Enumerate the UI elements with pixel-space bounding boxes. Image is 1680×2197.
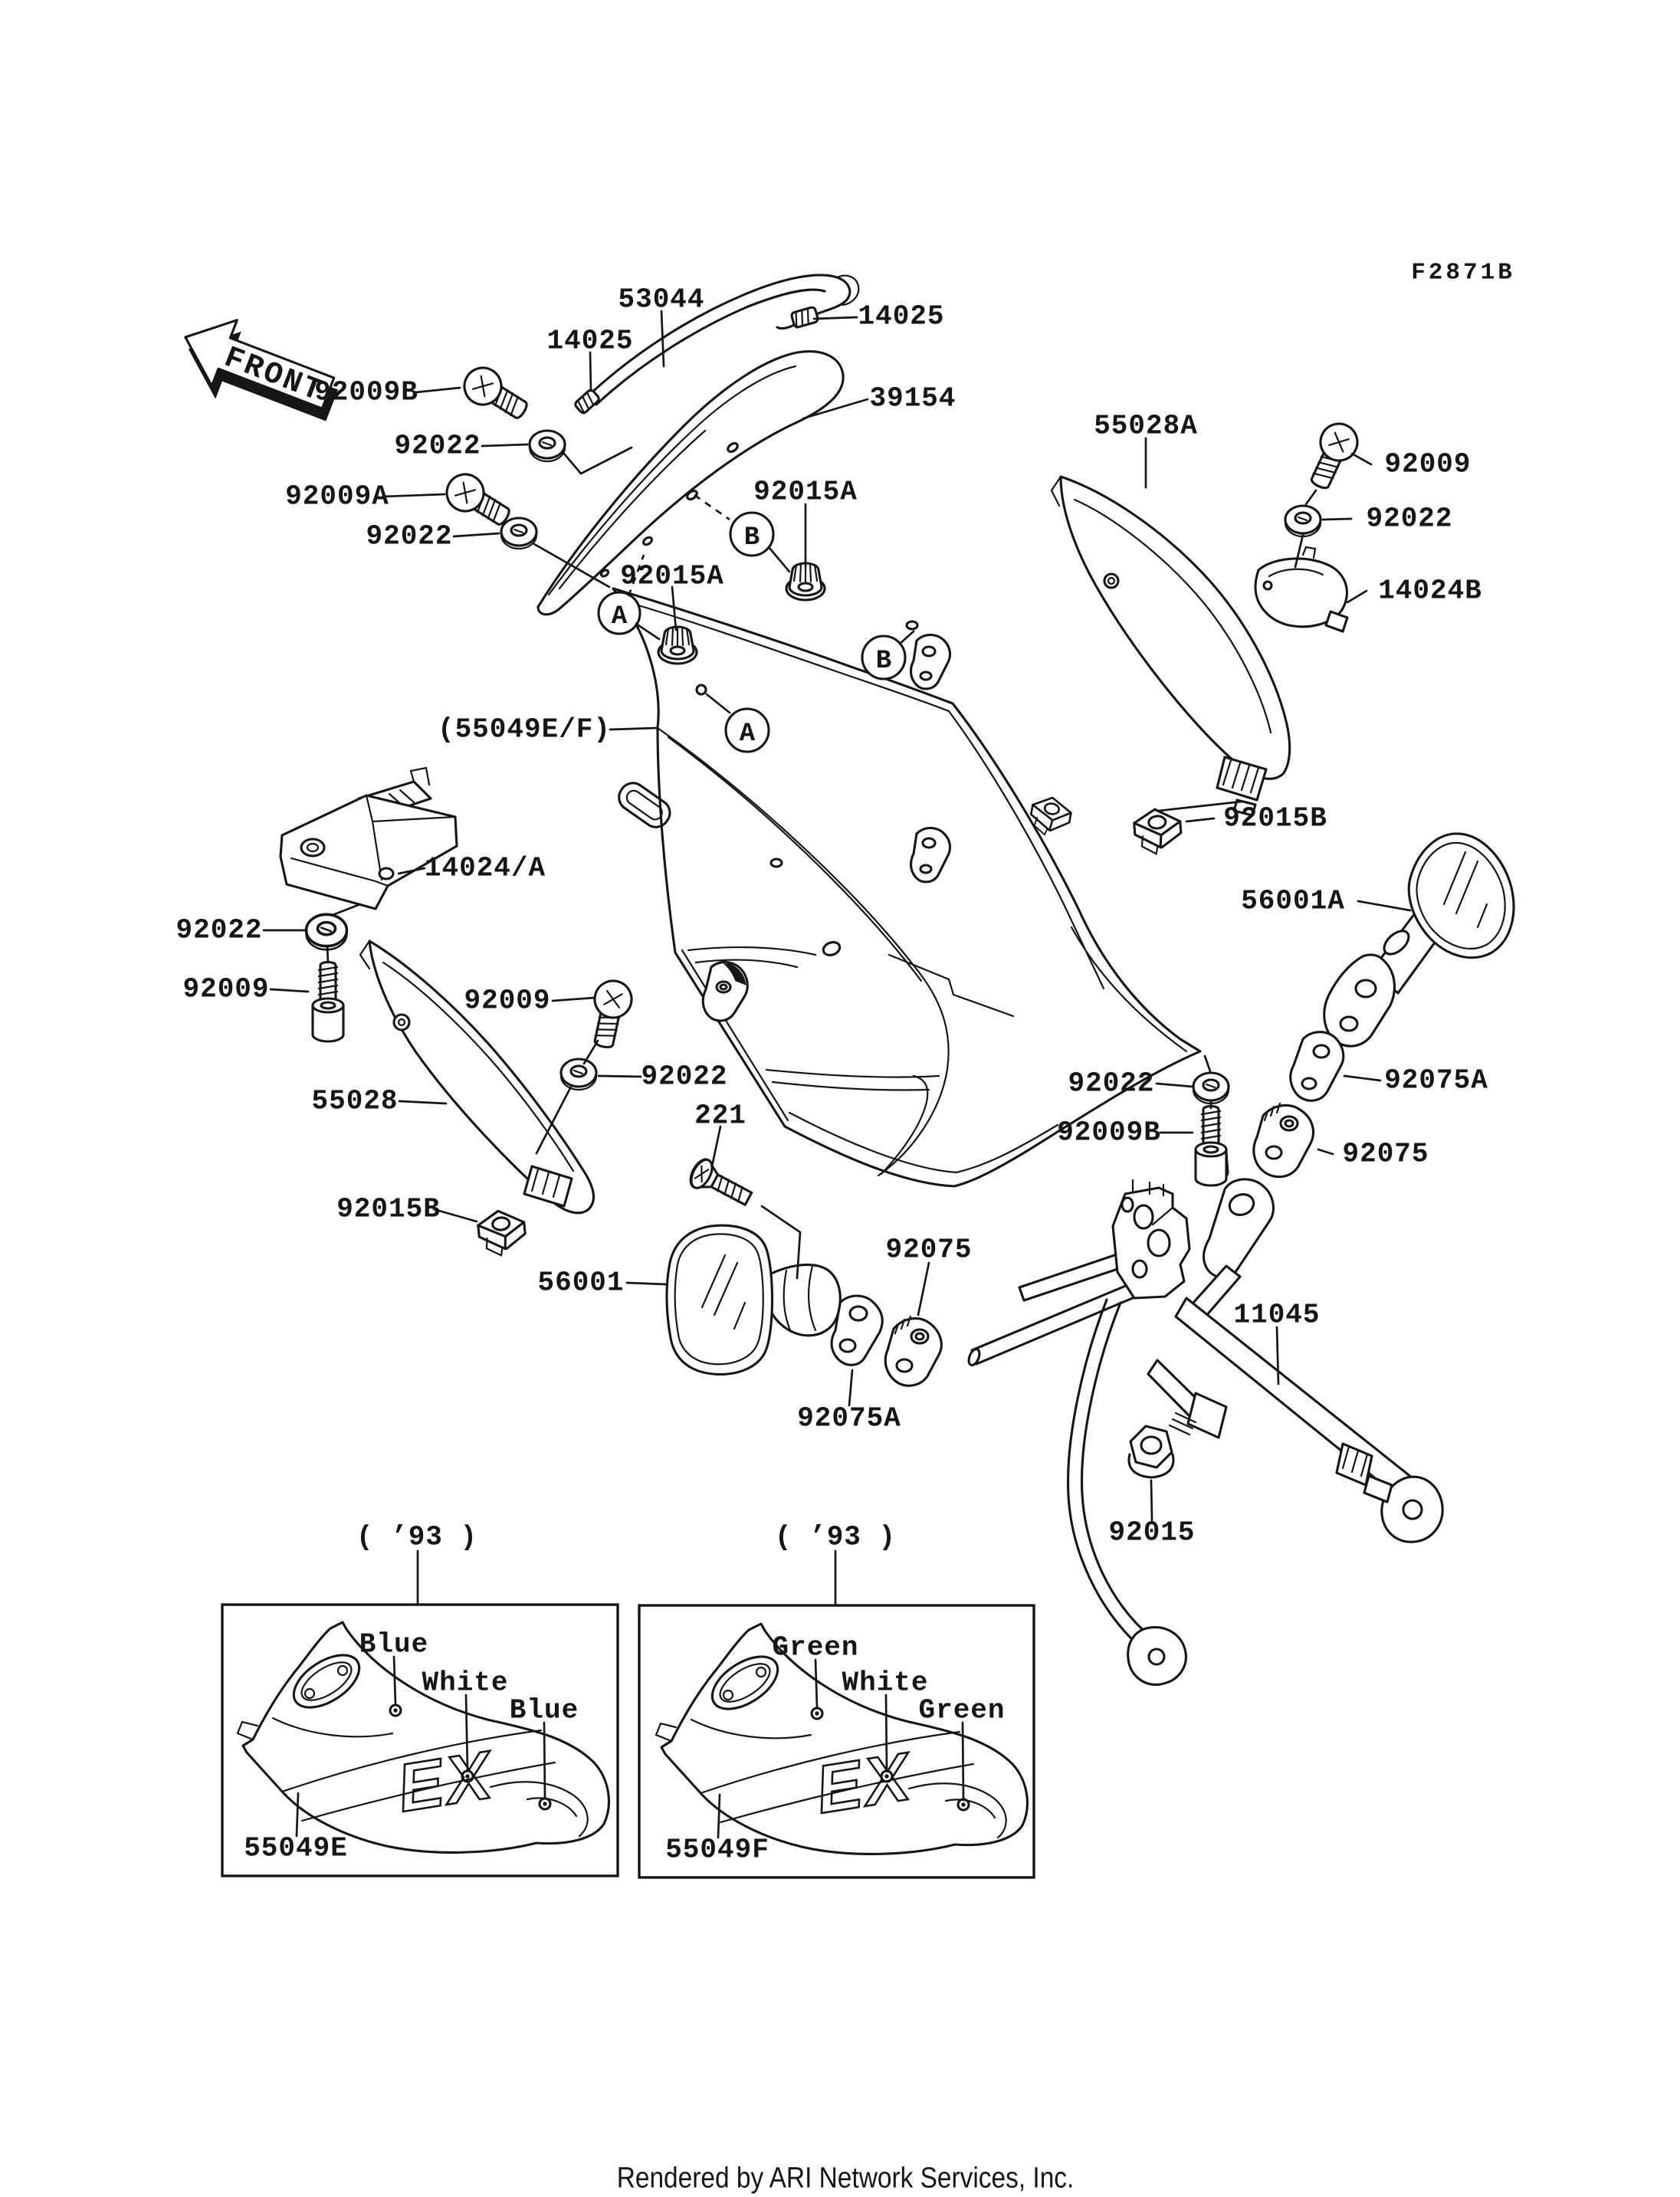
cowling-stay-11045 bbox=[967, 1178, 1444, 1686]
mirror-56001 bbox=[665, 1224, 842, 1376]
part-label-92075: 92075 bbox=[885, 1234, 973, 1266]
trim-cap-14025-left bbox=[574, 389, 600, 415]
part-label-14024a: 14024/A bbox=[424, 852, 546, 884]
color-label-white-2: White bbox=[842, 1667, 929, 1699]
cowling-vent-slot bbox=[618, 782, 671, 828]
part-label-55028: 55028 bbox=[311, 1085, 399, 1117]
nut-92015 bbox=[1127, 1425, 1175, 1479]
part-label-92022-6: 92022 bbox=[1068, 1067, 1155, 1100]
clip-92015b-left bbox=[475, 1207, 529, 1259]
bracket-14024a bbox=[279, 766, 458, 910]
ex-logo-2: EX bbox=[811, 1737, 919, 1828]
inner-cover-55028 bbox=[359, 939, 595, 1215]
callout-a-1: A bbox=[597, 591, 641, 635]
part-label-92022: 92022 bbox=[394, 430, 481, 462]
screw-92009b-topleft bbox=[456, 359, 535, 429]
part-label-92075a: 92075A bbox=[1384, 1064, 1488, 1097]
inset-box-55049f: EX bbox=[638, 1604, 1035, 1879]
part-label-92015a-2: 92015A bbox=[620, 560, 724, 592]
part-label-55028a: 55028A bbox=[1094, 410, 1198, 442]
part-label-55049ef: (55049E/F) bbox=[437, 713, 612, 746]
part-label-56001a: 56001A bbox=[1241, 885, 1345, 917]
washer-92022-right2 bbox=[1192, 1071, 1230, 1105]
inset1-color-dots bbox=[389, 1703, 552, 1811]
mirror-adapter-92075a-right bbox=[1289, 1031, 1345, 1102]
svg-text:A: A bbox=[612, 602, 628, 631]
part-label-14025-2: 14025 bbox=[858, 300, 945, 333]
part-label-92015: 92015 bbox=[1108, 1517, 1196, 1549]
inset-box-55049e: EX bbox=[221, 1603, 619, 1877]
mirror-adapter-92075-mid bbox=[884, 1315, 943, 1387]
screw-92009-mid bbox=[583, 976, 637, 1052]
inset-cowl-sketch-2: EX bbox=[655, 1622, 1029, 1856]
color-label-white-1: White bbox=[422, 1667, 509, 1699]
callout-b-1: B bbox=[729, 511, 775, 557]
part-label-55049f: 55049F bbox=[665, 1834, 769, 1866]
part-label-56001: 56001 bbox=[537, 1267, 625, 1299]
svg-text:B: B bbox=[744, 523, 760, 553]
mirror-adapter-92075a-mid bbox=[830, 1294, 884, 1366]
part-label-92022-4: 92022 bbox=[176, 914, 263, 946]
front-arrow: FRONT bbox=[184, 319, 339, 421]
inset2-year-label: ( ’93 ) bbox=[774, 1521, 897, 1553]
cover-14024b bbox=[1254, 546, 1349, 633]
part-label-11045: 11045 bbox=[1233, 1299, 1321, 1331]
part-label-221: 221 bbox=[694, 1100, 746, 1132]
part-label-53044: 53044 bbox=[618, 284, 705, 316]
part-label-92015b-2: 92015B bbox=[336, 1193, 441, 1225]
washer-92022-left bbox=[304, 913, 349, 952]
diagram-code: F2871B bbox=[1411, 259, 1515, 287]
svg-text:B: B bbox=[876, 647, 891, 676]
grommet-92015a-upper bbox=[785, 562, 826, 602]
washer-92022-2 bbox=[500, 516, 538, 550]
part-label-92009a: 92009A bbox=[285, 480, 389, 513]
washer-92022-right bbox=[1284, 504, 1322, 538]
part-label-92075a-2: 92075A bbox=[797, 1402, 901, 1435]
part-label-14024b: 14024B bbox=[1378, 575, 1482, 607]
windshield-trim-53044 bbox=[574, 274, 860, 415]
part-label-92075-2: 92075 bbox=[1342, 1138, 1429, 1170]
color-label-green-2: Green bbox=[918, 1694, 1006, 1726]
part-label-92009b: 92009B bbox=[314, 376, 418, 408]
inset1-year-label: ( ’93 ) bbox=[356, 1521, 478, 1553]
part-label-92015a: 92015A bbox=[753, 476, 858, 508]
washer-92022-mid bbox=[559, 1058, 598, 1091]
svg-text:A: A bbox=[740, 720, 756, 749]
color-label-blue-2: Blue bbox=[509, 1694, 579, 1726]
inset2-color-dots bbox=[810, 1707, 970, 1812]
part-label-92009b-2: 92009B bbox=[1057, 1117, 1161, 1149]
rendered-by-footer: Rendered by ARI Network Services, Inc. bbox=[616, 2162, 1075, 2195]
color-label-blue-1: Blue bbox=[359, 1628, 429, 1661]
clip-92015b-right bbox=[1132, 806, 1184, 857]
part-label-92009-2: 92009 bbox=[182, 973, 270, 1005]
screw-221 bbox=[689, 1158, 753, 1206]
grommet-92015a-lower bbox=[657, 625, 698, 665]
washer-92022-1 bbox=[528, 429, 566, 463]
inset-cowl-sketch-1: EX bbox=[236, 1621, 610, 1854]
callout-a-2: A bbox=[724, 707, 770, 753]
callout-b-2: B bbox=[861, 635, 907, 680]
part-label-92022-5: 92022 bbox=[641, 1061, 728, 1093]
part-label-92009-3: 92009 bbox=[464, 985, 551, 1017]
ex-logo-1: EX bbox=[392, 1736, 500, 1826]
trim-cap-14025-right bbox=[790, 306, 819, 329]
part-label-92022-2: 92022 bbox=[366, 520, 453, 553]
leader-lines bbox=[262, 310, 1412, 1605]
part-label-92015b: 92015B bbox=[1223, 802, 1327, 835]
inner-cover-55028a bbox=[1050, 475, 1291, 817]
part-label-55049e: 55049E bbox=[244, 1832, 348, 1864]
color-label-green-1: Green bbox=[772, 1631, 859, 1664]
part-label-14025: 14025 bbox=[546, 325, 634, 357]
screw-92009-left bbox=[311, 960, 345, 1043]
part-label-92009: 92009 bbox=[1384, 448, 1472, 480]
part-label-39154: 39154 bbox=[869, 382, 956, 415]
cowling-plate-upper bbox=[909, 633, 952, 690]
part-label-92022-3: 92022 bbox=[1366, 503, 1453, 535]
screw-92009b-right2 bbox=[1194, 1104, 1228, 1187]
mirror-56001a bbox=[1323, 832, 1515, 1048]
